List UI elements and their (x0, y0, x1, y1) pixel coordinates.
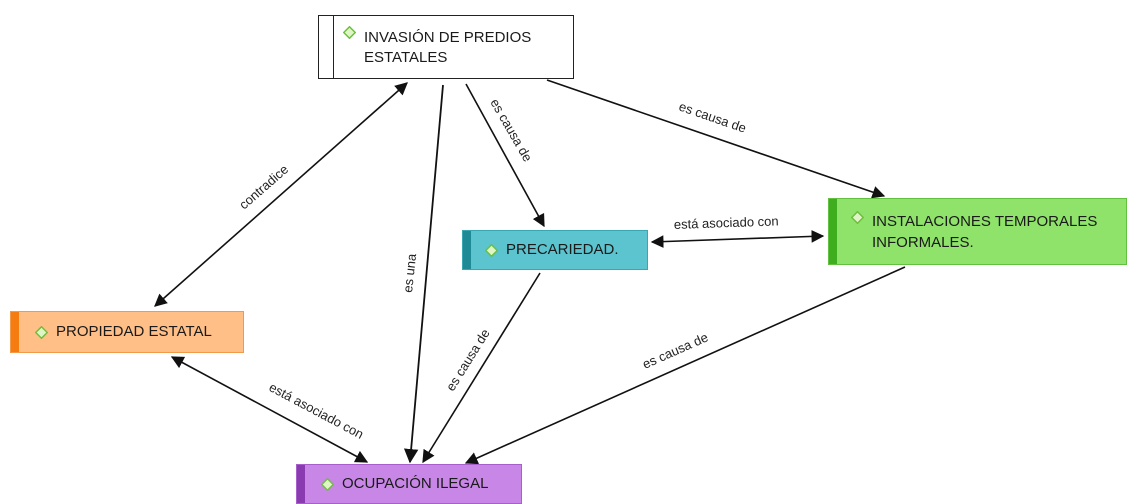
edge-label-precariedad-instalaciones: está asociado con (674, 213, 779, 232)
diamond-icon (321, 477, 334, 491)
node-precariedad[interactable]: PRECARIEDAD. (462, 230, 648, 270)
connector-instalaciones-ocupacion[interactable] (464, 266, 906, 465)
edge-label-instalaciones-ocupacion: es causa de (640, 330, 710, 372)
edge-label-invasion-precariedad: es causa de (487, 96, 535, 164)
node-ocupacion-ilegal[interactable]: OCUPACIÓN ILEGAL (296, 464, 522, 504)
node-label: PROPIEDAD ESTATAL (56, 322, 212, 340)
connector-precariedad-ocupacion[interactable] (422, 272, 541, 464)
node-label: INVASIÓN DE PREDIOS ESTATALES (364, 28, 532, 66)
connector-precariedad-instalaciones[interactable] (650, 230, 825, 248)
node-accent-bar (11, 312, 19, 352)
diamond-icon (35, 325, 48, 339)
node-propiedad-estatal[interactable]: PROPIEDAD ESTATAL (10, 311, 244, 353)
edge-label-propiedad-ocupacion: está asociado con (267, 379, 367, 441)
node-label: PRECARIEDAD. (506, 240, 619, 258)
edge-label-invasion-instalaciones: es causa de (677, 99, 748, 136)
edge-label-propiedad-invasion: contradice (236, 162, 291, 213)
node-accent-bar (297, 465, 305, 503)
diamond-icon (343, 26, 356, 39)
connector-invasion-instalaciones[interactable] (546, 79, 886, 199)
connector-invasion-ocupacion[interactable] (403, 84, 444, 464)
node-accent-bar (463, 231, 471, 269)
connector-invasion-precariedad[interactable] (465, 83, 545, 228)
node-label: INSTALACIONES TEMPORALES INFORMALES. (872, 213, 1098, 251)
edge-label-invasion-ocupacion: es una (400, 252, 419, 293)
node-instalaciones-temporales-informales[interactable]: INSTALACIONES TEMPORALES INFORMALES. (828, 198, 1127, 265)
node-accent-bar (829, 199, 837, 264)
connector-propiedad-invasion[interactable] (154, 82, 408, 307)
diamond-icon (485, 243, 498, 257)
edge-label-precariedad-ocupacion: es causa de (443, 326, 493, 393)
node-label: OCUPACIÓN ILEGAL (342, 474, 489, 492)
diamond-icon (851, 211, 864, 224)
connector-propiedad-ocupacion[interactable] (170, 356, 369, 463)
node-invasion-de-predios-estatales[interactable]: INVASIÓN DE PREDIOS ESTATALES (318, 15, 574, 79)
node-accent-bar (319, 16, 334, 78)
